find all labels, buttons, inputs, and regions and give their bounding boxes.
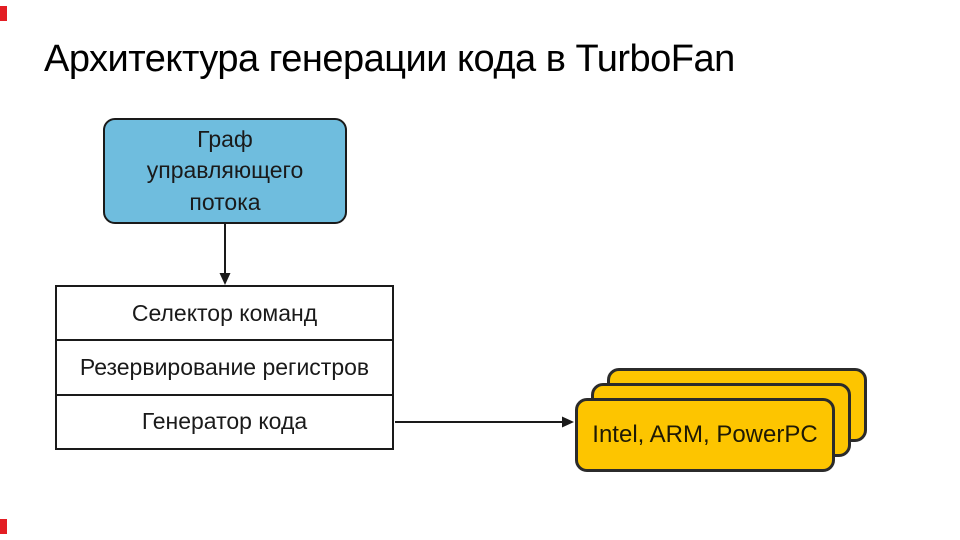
right-arrow-head	[562, 416, 574, 428]
control-flow-graph-box: Граф управляющего потока	[103, 118, 347, 224]
pipeline-row-instruction-selector: Селектор команд	[131, 299, 318, 326]
red-corner-mark-top-left	[0, 6, 7, 21]
red-corner-mark-bottom-left	[0, 519, 7, 534]
control-flow-graph-label: Граф управляющего потока	[146, 126, 304, 215]
pipeline-stack: Селектор команд Резервирование регистров…	[55, 285, 394, 450]
target-card-front: Intel, ARM, PowerPC	[575, 398, 835, 472]
pipeline-row-code-generator: Генератор кода	[57, 393, 392, 448]
pipeline-row-register-allocation: Резервирование регистров	[57, 339, 392, 393]
target-platforms-label: Intel, ARM, PowerPC	[592, 421, 818, 448]
down-arrow-head	[219, 273, 231, 285]
slide-title: Архитектура генерации кода в TurboFan	[44, 38, 735, 80]
